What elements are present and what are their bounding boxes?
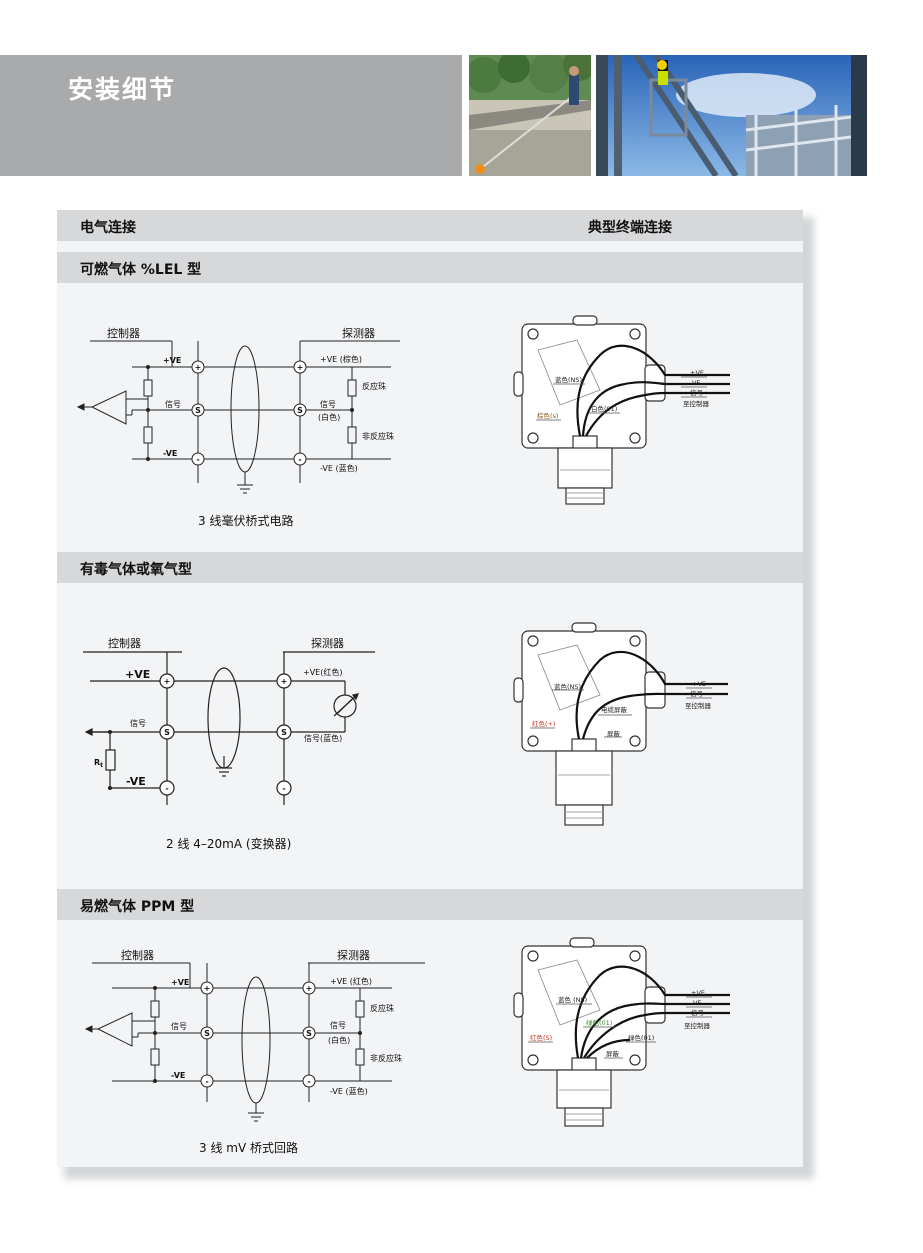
- controller-label: 控制器: [121, 948, 154, 962]
- svg-text:S: S: [164, 728, 170, 737]
- header-band: [0, 55, 462, 176]
- section-bar-toxic: [57, 552, 803, 583]
- svg-text:-: -: [205, 1077, 208, 1086]
- svg-text:+: +: [297, 363, 304, 372]
- svg-text:信号: 信号: [171, 1021, 187, 1031]
- svg-text:蓝色 (NS): 蓝色 (NS): [558, 995, 587, 1004]
- svg-text:反应珠: 反应珠: [370, 1003, 394, 1013]
- section-bar-ppm: [57, 889, 803, 920]
- svg-text:+: +: [281, 677, 288, 686]
- svg-text:+VE: +VE: [125, 668, 150, 681]
- typical-terminal-heading: 典型终端连接: [588, 220, 672, 236]
- caption-toxic: 2 线 4–20mA (变换器): [166, 837, 292, 851]
- svg-text:-VE (蓝色): -VE (蓝色): [320, 463, 358, 473]
- svg-text:S: S: [195, 406, 201, 415]
- svg-text:Rt: Rt: [94, 758, 103, 769]
- svg-text:+VE: +VE: [690, 369, 704, 377]
- content-panel: [57, 210, 803, 1167]
- svg-text:蓝色(NS): 蓝色(NS): [554, 682, 581, 691]
- svg-text:-: -: [307, 1077, 310, 1086]
- photo-water-treatment: [469, 55, 591, 176]
- svg-text:屏蔽: 屏蔽: [607, 729, 621, 738]
- photo-industrial-plant: [596, 55, 867, 176]
- controller-label: 控制器: [107, 326, 140, 340]
- svg-text:-VE (蓝色): -VE (蓝色): [330, 1086, 368, 1096]
- svg-text:信号: 信号: [320, 399, 336, 409]
- svg-text:+: +: [306, 984, 313, 993]
- svg-text:白色(01): 白色(01): [591, 404, 617, 413]
- section-bar-lel: [57, 252, 803, 283]
- detector-label: 探测器: [337, 949, 370, 962]
- svg-text:信号: 信号: [165, 399, 181, 409]
- caption-ppm: 3 线 mV 桥式回路: [199, 1141, 298, 1155]
- svg-text:-VE: -VE: [126, 775, 146, 788]
- page-title: 安装细节: [68, 75, 177, 104]
- electrical-connection-heading: 电气连接: [80, 220, 136, 236]
- svg-text:红色(S): 红色(S): [530, 1033, 552, 1042]
- svg-text:S: S: [306, 1029, 312, 1038]
- header-bar: [57, 210, 803, 241]
- svg-text:至控制器: 至控制器: [685, 701, 712, 710]
- section-title-lel: 可燃气体 %LEL 型: [80, 262, 202, 278]
- svg-text:至控制器: 至控制器: [683, 399, 710, 408]
- controller-label: 控制器: [108, 636, 141, 650]
- svg-text:S: S: [204, 1029, 210, 1038]
- svg-text:+: +: [164, 677, 171, 686]
- svg-text:棕色(s): 棕色(s): [537, 411, 558, 420]
- svg-text:(白色): (白色): [318, 412, 340, 422]
- svg-text:蓝色(NS): 蓝色(NS): [555, 375, 582, 384]
- svg-text:-: -: [282, 784, 285, 793]
- svg-text:信号: 信号: [130, 718, 146, 728]
- svg-text:+VE(红色): +VE(红色): [303, 667, 342, 677]
- svg-text:-: -: [165, 784, 168, 793]
- section-title-toxic: 有毒气体或氧气型: [80, 562, 192, 578]
- svg-text:+VE: +VE: [692, 680, 706, 688]
- svg-text:信号: 信号: [691, 1008, 705, 1017]
- svg-text:-VE: -VE: [690, 379, 701, 387]
- svg-text:绿色(01): 绿色(01): [586, 1018, 612, 1027]
- svg-text:非反应珠: 非反应珠: [370, 1053, 402, 1063]
- svg-text:信号(蓝色): 信号(蓝色): [304, 733, 342, 743]
- svg-text:+VE: +VE: [691, 989, 705, 997]
- svg-text:+: +: [195, 363, 202, 372]
- svg-text:-: -: [298, 455, 301, 464]
- svg-text:+VE: +VE: [171, 978, 189, 987]
- svg-text:+VE: +VE: [163, 356, 181, 365]
- section-title-ppm: 易燃气体 PPM 型: [80, 899, 195, 915]
- svg-text:屏蔽: 屏蔽: [606, 1049, 620, 1058]
- svg-text:-: -: [196, 455, 199, 464]
- svg-text:反应珠: 反应珠: [362, 381, 386, 391]
- svg-text:绿色(01): 绿色(01): [628, 1033, 654, 1042]
- caption-lel: 3 线毫伏桥式电路: [198, 514, 294, 528]
- svg-text:S: S: [297, 406, 303, 415]
- svg-text:信号: 信号: [690, 689, 704, 698]
- svg-text:信号: 信号: [330, 1020, 346, 1030]
- detector-label: 探测器: [311, 637, 344, 650]
- svg-text:非反应珠: 非反应珠: [362, 431, 394, 441]
- svg-text:信号: 信号: [690, 388, 704, 397]
- svg-text:至控制器: 至控制器: [684, 1021, 711, 1030]
- svg-text:+VE (棕色): +VE (棕色): [320, 354, 362, 364]
- svg-text:红色(+): 红色(+): [532, 719, 556, 728]
- svg-text:-VE: -VE: [691, 999, 702, 1007]
- svg-text:电缆屏蔽: 电缆屏蔽: [601, 705, 628, 714]
- svg-text:-VE: -VE: [171, 1071, 185, 1080]
- svg-text:-VE: -VE: [163, 449, 177, 458]
- svg-text:S: S: [281, 728, 287, 737]
- svg-text:(白色): (白色): [328, 1035, 350, 1045]
- svg-text:+VE (红色): +VE (红色): [330, 976, 372, 986]
- svg-text:+: +: [204, 984, 211, 993]
- detector-label: 探测器: [342, 327, 375, 340]
